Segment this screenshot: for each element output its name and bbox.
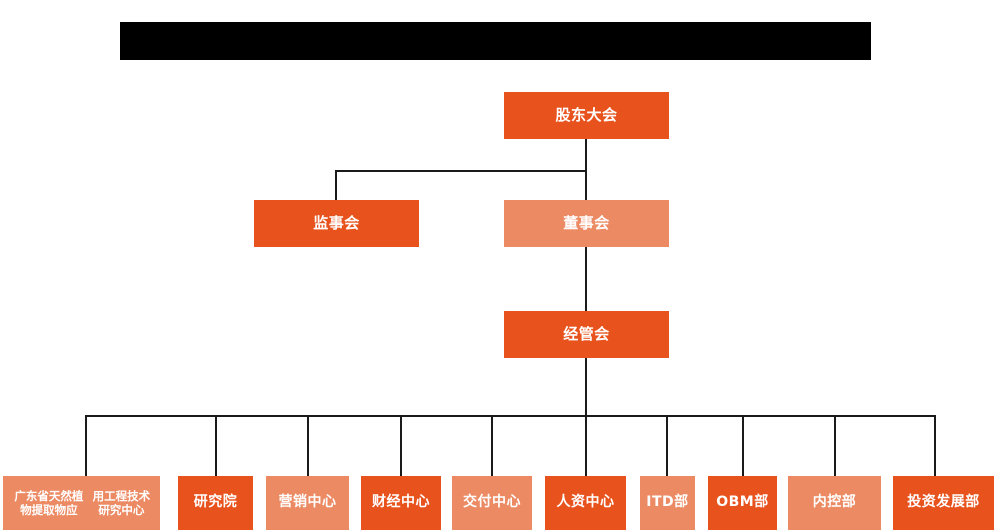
node-research-institute[interactable]: 研究院 xyxy=(178,476,253,530)
connector-stem-investment-dev xyxy=(934,415,936,476)
connector-stem-research-institute xyxy=(215,415,217,476)
connector-stem-itd-dept xyxy=(666,415,668,476)
connector-level2-bus xyxy=(335,170,587,172)
connector-stem-hr-center xyxy=(585,415,587,476)
connector-stem-internal-control xyxy=(834,415,836,476)
node-delivery-center[interactable]: 交付中心 xyxy=(452,476,532,530)
node-hr-center[interactable]: 人资中心 xyxy=(545,476,626,530)
connector-stem-marketing-center xyxy=(307,415,309,476)
redacted-title-bar xyxy=(120,22,871,60)
node-board-of-directors[interactable]: 董事会 xyxy=(504,200,669,247)
node-shareholders-meeting[interactable]: 股东大会 xyxy=(504,92,669,139)
node-investment-development-department[interactable]: 投资发展部 xyxy=(893,476,994,530)
connector-department-bus xyxy=(85,415,936,417)
node-internal-control-department[interactable]: 内控部 xyxy=(788,476,881,530)
connector-stem-finance-center xyxy=(400,415,402,476)
connector-stem-delivery-center xyxy=(491,415,493,476)
node-obm-department[interactable]: OBM部 xyxy=(708,476,777,530)
node-management-committee[interactable]: 经管会 xyxy=(504,311,669,358)
node-finance-center[interactable]: 财经中心 xyxy=(361,476,441,530)
connector-stem-obm-dept xyxy=(742,415,744,476)
connector-directors-to-management xyxy=(585,247,587,312)
connector-stem-gd-research-center xyxy=(85,415,87,476)
connector-supervisors-stem xyxy=(335,170,337,201)
connector-directors-stem xyxy=(585,170,587,201)
connector-shareholders-down xyxy=(585,139,587,171)
node-marketing-center[interactable]: 营销中心 xyxy=(266,476,349,530)
node-gd-natural-plant-extract-research-center[interactable]: 广东省天然植物提取物应 用工程技术研究中心 xyxy=(3,476,160,530)
node-itd-department[interactable]: ITD部 xyxy=(640,476,695,530)
connector-management-down xyxy=(585,358,587,416)
node-label-line-1: 广东省天然植物提取物应 xyxy=(14,488,84,517)
node-label-line-2: 用工程技术研究中心 xyxy=(92,488,151,517)
node-board-of-supervisors[interactable]: 监事会 xyxy=(254,200,419,247)
